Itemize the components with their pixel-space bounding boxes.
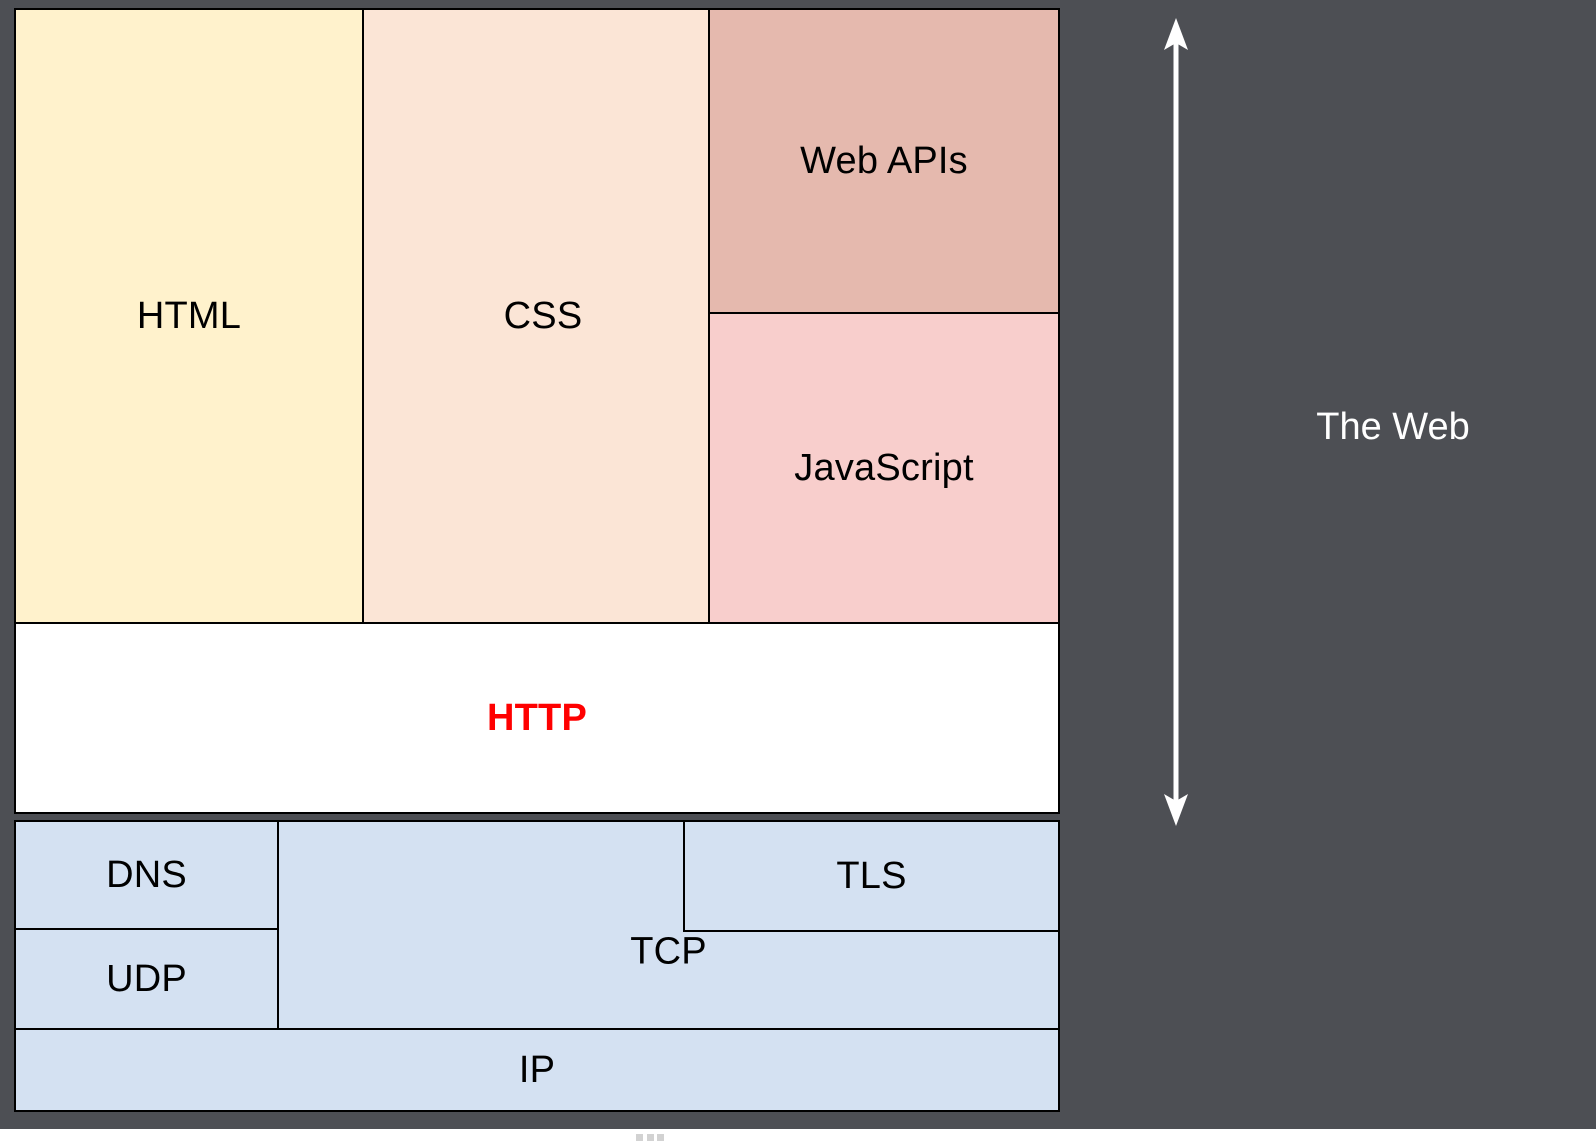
layer-label-dns: DNS <box>106 854 187 896</box>
layer-box-tls[interactable]: TLS <box>683 820 1060 932</box>
layer-box-html[interactable]: HTML <box>14 8 364 624</box>
layer-box-ip[interactable]: IP <box>14 1028 1060 1112</box>
layer-label-tcp: TCP <box>630 930 707 973</box>
layer-box-http[interactable]: HTTP <box>14 622 1060 814</box>
layer-box-dns[interactable]: DNS <box>14 820 279 930</box>
the-web-label: The Web <box>1316 406 1470 448</box>
drag-handle-dot <box>646 1134 654 1141</box>
layer-label-web-apis: Web APIs <box>800 140 968 182</box>
layer-label-ip: IP <box>518 1049 556 1091</box>
drag-handle[interactable] <box>636 1134 664 1142</box>
layer-label-udp: UDP <box>106 958 187 1000</box>
layer-label-http: HTTP <box>486 697 587 739</box>
layer-box-css[interactable]: CSS <box>362 8 724 624</box>
layer-label-css: CSS <box>503 295 583 337</box>
layer-box-javascript[interactable]: JavaScript <box>708 312 1060 624</box>
layer-label-javascript: JavaScript <box>794 447 974 489</box>
drag-handle-dot <box>657 1134 664 1141</box>
double-arrow-icon <box>1164 18 1188 826</box>
layer-box-udp[interactable]: UDP <box>14 928 279 1030</box>
drag-handle-dot <box>636 1134 643 1141</box>
layer-label-html: HTML <box>136 295 242 337</box>
layer-box-web-apis[interactable]: Web APIs <box>708 8 1060 314</box>
layer-label-tls: TLS <box>836 855 907 897</box>
